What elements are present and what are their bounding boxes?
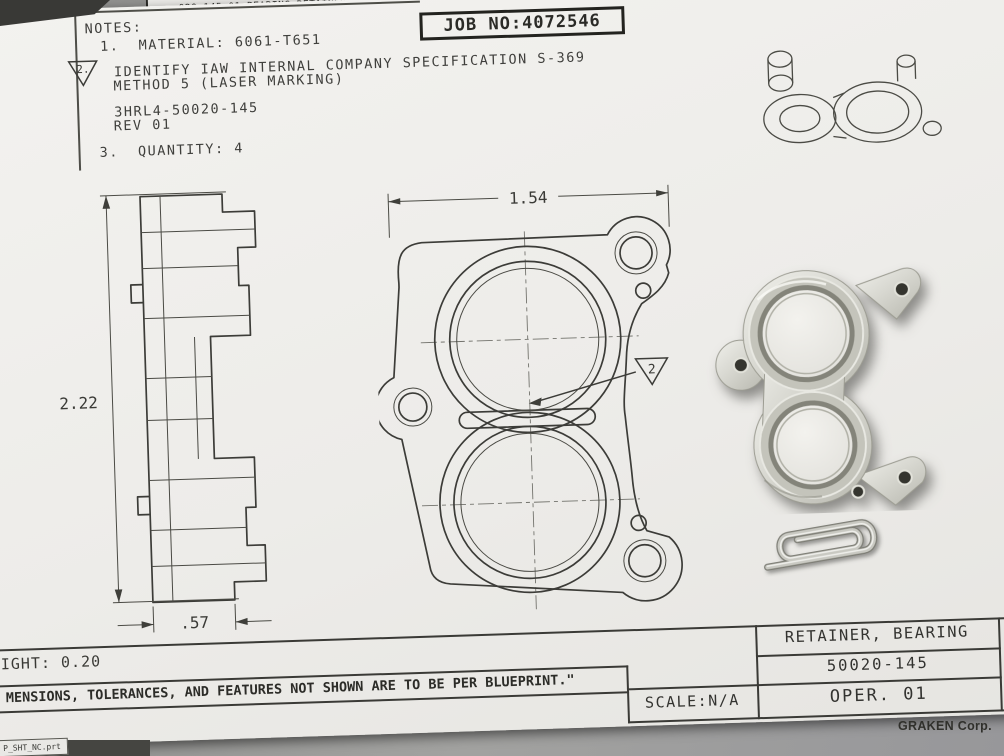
dim-height-text: 2.22 — [59, 393, 98, 413]
isometric-view-drawing — [763, 50, 942, 144]
highlight-streak — [756, 280, 827, 301]
side-profile-outline — [129, 193, 268, 604]
frame-line-horizontal — [74, 0, 420, 14]
job-number-box: JOB NO:4072546 — [419, 6, 626, 41]
flag-triangle — [67, 60, 98, 87]
front-outline — [374, 215, 683, 602]
graken-corp-text: GRAKEN Corp. — [898, 719, 992, 733]
frame-line-vertical — [74, 10, 81, 171]
bottom-file-tab: P_SHT_NC.prt — [0, 737, 69, 756]
note-2-flag: 2. — [67, 60, 98, 87]
note-3: 3. QUANTITY: 4 — [99, 140, 245, 161]
paperclip-photo — [764, 519, 878, 571]
job-number-text: JOB NO:4072546 — [443, 10, 602, 36]
front-dimension-arrows — [388, 189, 669, 205]
bottom-file-name: P_SHT_NC.prt — [2, 741, 62, 754]
front-centerlines — [420, 231, 640, 610]
side-dimension-arrows — [102, 195, 248, 629]
top-bore — [748, 275, 865, 392]
iso-linework — [763, 50, 942, 144]
leader-arrowhead — [528, 397, 542, 406]
part-body — [715, 267, 927, 506]
side-profile-inner-lines — [141, 196, 266, 602]
paperclip-wire — [764, 519, 878, 571]
front-dimension-lines — [387, 184, 670, 238]
shadow-streak — [763, 479, 823, 499]
side-dimension-lines — [99, 191, 272, 633]
flag-number-text: 2 — [648, 362, 656, 377]
side-view-drawing: 2.22 .57 — [59, 191, 272, 633]
note-2-line-4: REV 01 — [113, 116, 172, 135]
mounting-holes — [732, 281, 913, 499]
flag-note-callout — [530, 357, 669, 405]
machined-part-photo — [715, 267, 927, 506]
flag-number: 2. — [76, 63, 90, 76]
dim-width-text: 1.54 — [509, 188, 548, 208]
dim-thickness-text: .57 — [180, 613, 209, 633]
title-block-right-border — [997, 617, 1003, 712]
front-view-drawing: 1.54 2 — [374, 184, 683, 610]
scale-value: SCALE:N/A — [644, 690, 741, 712]
weight-text: IGHT: 0.20 — [0, 652, 102, 674]
front-thin-circles — [393, 231, 667, 583]
operation-number: OPER. 01 — [829, 683, 929, 707]
notes-title: NOTES: — [84, 19, 143, 38]
